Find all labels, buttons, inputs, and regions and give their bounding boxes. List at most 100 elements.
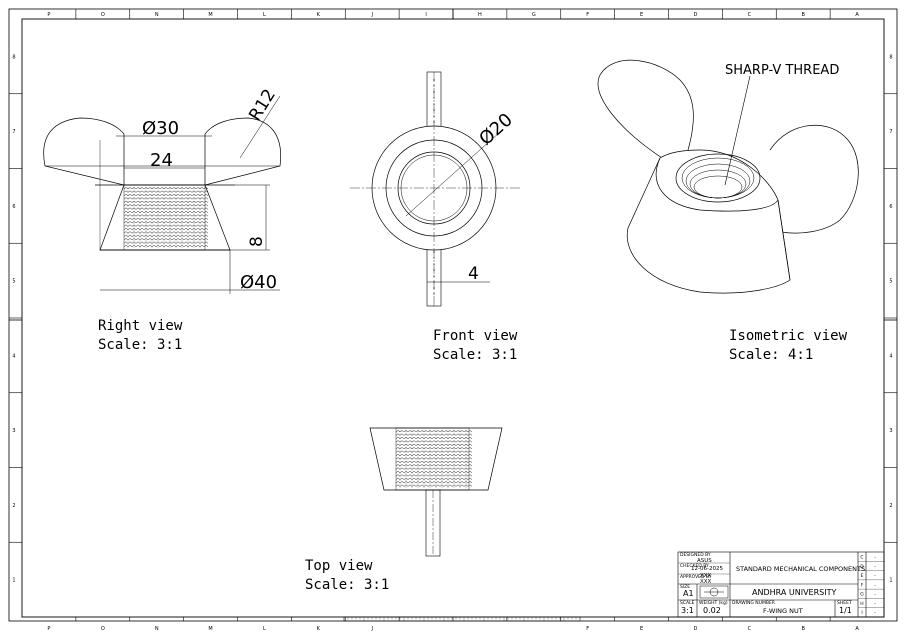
zone-left-label-2: 2 [12,503,15,509]
zone-top-label-13: D [694,12,698,18]
thread-hatch-line [123,217,209,220]
tb-size-label: SIZE [680,584,690,590]
leader-d20 [405,131,501,217]
thread-hatch-line [395,453,473,457]
zone-bottom-label-2: O [101,626,105,632]
zone-right-label-6: 6 [889,204,892,210]
thread-hatch-line [123,193,209,197]
zone-top-label-14: C [748,12,752,18]
thread-hatch-line [123,227,209,231]
zone-top-label-15: B [801,12,805,18]
zone-left-label-4: 4 [12,353,15,359]
zone-top-label-8: I [425,12,426,18]
thread-hatch-line [395,440,473,443]
leader-r12 [239,95,281,159]
zone-top-label-7: J [370,12,372,18]
zone-left-label-3: 3 [12,428,15,434]
iso-right-wing [769,124,859,234]
title-block [677,551,885,618]
revision-table: C-D-E-F-G-H-I- [858,555,884,616]
thread-hatch-line [395,436,473,440]
thread-hatch-line [395,443,473,446]
zone-top-label-4: M [208,12,212,18]
rev-letter: F [861,582,864,588]
thread-hatch-line [123,210,209,214]
iso-annotation-leader [724,75,751,186]
thread-hatch-line [395,460,473,463]
thread-hatch-line [395,484,473,487]
zone-bottom-label-6: K [317,626,321,632]
zone-left-label-7: 7 [12,129,15,135]
dim-label-d40: Ø40 [240,272,277,293]
dim-label-d24: 24 [150,150,173,171]
thread-hatch-line [395,467,473,470]
thread-hatch-line [123,238,209,241]
rev-value: - [874,583,876,588]
zone-labels-left: 8 7 6 5 4 3 2 1 [9,54,22,584]
thread-hatch-line [395,433,473,436]
zone-left-label-6: 6 [12,204,15,210]
top-view-scale: Scale: 3:1 [305,577,389,593]
zone-left-label-5: 5 [12,279,15,285]
zone-right-label-3: 3 [889,428,892,434]
zone-bottom-label-7: J [370,626,372,632]
front-strip-ticks [433,79,435,295]
tb-sheet-label: SHEET [837,600,852,606]
zone-bottom-label-1: P [47,626,50,632]
tb-approved-by-label: APPROVED BY [680,574,712,580]
rev-letter: I [861,610,862,616]
tb-weight-label: WEIGHT (kg) [699,600,728,606]
zone-top-label-6: K [317,12,321,18]
zone-right-label-7: 7 [889,129,892,135]
zone-right-label-5: 5 [889,279,892,285]
zone-left-label-8: 8 [12,54,15,60]
ruler-frame [343,616,581,622]
thread-hatch-line [395,477,473,480]
tb-date: 12-06-2025 [691,566,723,572]
thread-hatch-line [395,481,473,484]
rev-value: - [874,602,876,607]
tb-checked-by: XXX [700,573,712,579]
iso-left-wing [597,59,694,159]
tb-approved-by: XXX [700,579,712,585]
thread-hatch-line [123,231,209,234]
zone-bottom-label-13: D [694,626,698,632]
zone-right-label-2: 2 [889,503,892,509]
dim-label-d30: Ø30 [142,118,179,139]
rev-value: - [874,593,876,598]
rev-value: - [874,556,876,561]
zone-left-label-1: 1 [12,578,15,584]
rev-letter: D [860,564,864,570]
thread-region [123,184,206,251]
tb-drawing-no-label: DRAWING NUMBER [732,600,775,606]
thread-hatch-line [123,187,209,190]
tb-checked-by-label: CHECKED BY [680,563,709,569]
tb-sheet: 1/1 [839,606,852,615]
rev-letter: H [860,601,863,607]
tb-designed-by-label: DESIGNED BY [680,552,711,558]
title-block-frame [677,551,885,618]
iso-side-edge [777,199,791,281]
zone-bottom-label-14: C [748,626,752,632]
zone-top-label-1: P [47,12,50,18]
top-view-title: Top view [305,558,373,574]
right-view-drawing [43,117,282,251]
zone-top-label-3: N [155,12,159,18]
zone-top-label-11: F [586,12,589,18]
tb-designer: ASUS [697,558,712,564]
thread-hatch-line [395,470,473,474]
thread-hatch-line [395,464,473,467]
thread-hatch-line [395,430,473,433]
front-view-title: Front view [433,328,518,344]
zone-top-label-16: A [855,12,859,18]
zone-top-label-10: G [532,12,536,18]
zone-right-label-8: 8 [889,54,892,60]
rev-value: - [874,611,876,616]
tb-weight: 0.02 [703,606,721,615]
thread-hatch-line [395,447,473,450]
logo-frame [699,585,729,599]
thread-hatch-line [123,221,209,224]
tb-scale: 3:1 [681,606,694,615]
